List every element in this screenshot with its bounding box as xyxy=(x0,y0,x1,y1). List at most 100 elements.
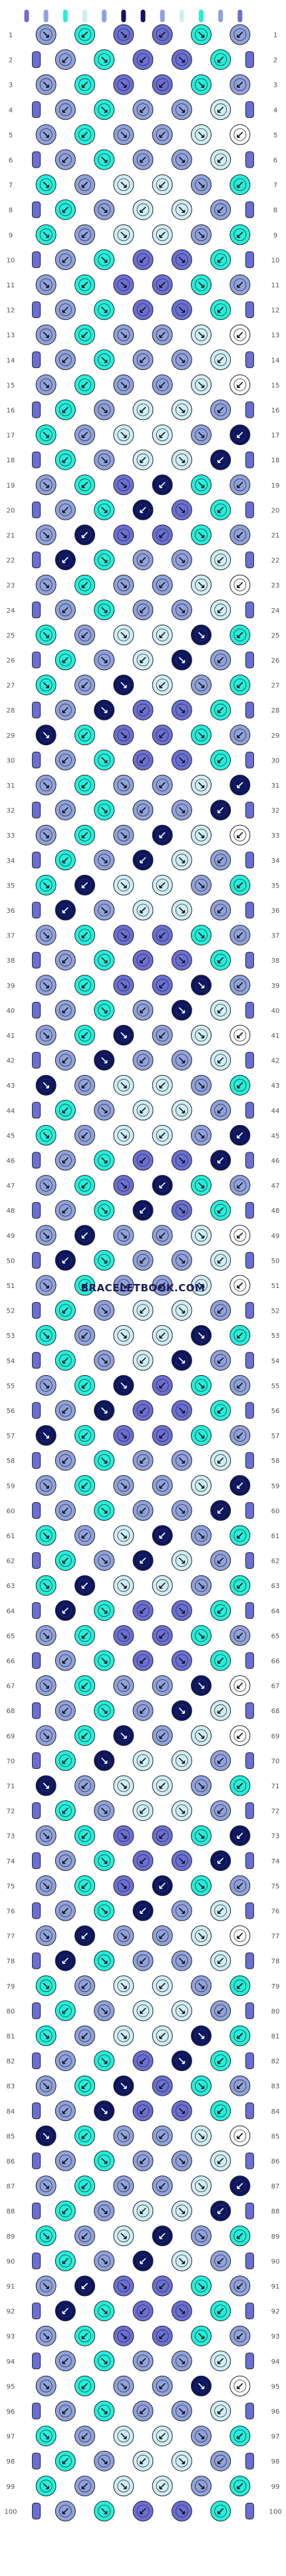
knot-arrow xyxy=(101,1007,108,1013)
knot-arrow xyxy=(237,232,243,238)
knot-arrow xyxy=(101,1207,108,1213)
row-number-right: 76 xyxy=(271,1908,280,1915)
row-number-right: 12 xyxy=(271,307,280,315)
knot-arrow xyxy=(159,982,166,989)
knot-arrow xyxy=(101,1107,108,1114)
knot-arrow xyxy=(140,1107,146,1114)
row-number-right: 82 xyxy=(271,2058,280,2066)
knot-arrow xyxy=(237,882,243,888)
knot-arrow xyxy=(198,832,205,838)
knot-arrow xyxy=(120,532,127,538)
knot-arrow xyxy=(198,1232,205,1239)
knot-arrow xyxy=(81,882,88,888)
knot-arrow xyxy=(81,832,88,838)
knot-arrow xyxy=(198,1332,205,1339)
knot-arrow xyxy=(120,1532,127,1539)
knot-arrow xyxy=(120,1933,127,1939)
row-number-left: 97 xyxy=(7,2434,15,2441)
knot-arrow xyxy=(237,432,243,438)
row-number-right: 72 xyxy=(271,1808,280,1816)
knot-arrow xyxy=(159,1332,166,1339)
knot-arrow xyxy=(81,631,88,638)
knot-arrow xyxy=(120,81,127,88)
knot-arrow xyxy=(217,707,224,713)
row-number-left: 37 xyxy=(7,933,15,940)
edge-knot xyxy=(32,2002,41,2019)
knot-arrow xyxy=(101,1957,108,1964)
row-number-left: 29 xyxy=(7,732,15,740)
knot-arrow xyxy=(217,1407,224,1414)
knot-arrow xyxy=(237,281,243,288)
edge-knot xyxy=(32,751,41,768)
row-number-right: 15 xyxy=(271,382,280,389)
row-number-right: 19 xyxy=(271,482,280,490)
knot-arrow xyxy=(140,1407,146,1414)
row-number-left: 2 xyxy=(9,57,13,65)
row-number-left: 84 xyxy=(7,2108,15,2116)
knot-arrow xyxy=(198,482,205,488)
row-number-right: 84 xyxy=(271,2108,280,2116)
row-number-right: 99 xyxy=(271,2484,280,2491)
row-number-right: 48 xyxy=(271,1208,280,1215)
knot-arrow xyxy=(159,381,166,388)
row-number-right: 2 xyxy=(273,57,277,65)
row-number-left: 36 xyxy=(7,907,15,915)
edge-knot xyxy=(32,151,41,168)
row-number-left: 27 xyxy=(7,683,15,690)
row-number-right: 11 xyxy=(271,282,280,289)
edge-knot xyxy=(32,1402,41,1419)
knot-arrow xyxy=(81,932,88,939)
knot-arrow xyxy=(198,2382,205,2389)
knot-arrow xyxy=(140,506,146,513)
knot-arrow xyxy=(120,1182,127,1189)
knot-arrow xyxy=(81,2433,88,2440)
knot-arrow xyxy=(120,2433,127,2440)
row-number-left: 18 xyxy=(7,457,15,464)
edge-knot xyxy=(32,1302,41,1319)
knot-arrow xyxy=(198,2132,205,2139)
row-number-left: 65 xyxy=(7,1633,15,1640)
knot-arrow xyxy=(62,256,69,263)
knot-arrow xyxy=(237,331,243,338)
knot-arrow xyxy=(198,682,205,689)
edge-knot xyxy=(245,351,254,369)
row-number-left: 81 xyxy=(7,2033,15,2040)
knot-arrow xyxy=(217,1607,224,1614)
knot-arrow xyxy=(159,81,166,88)
knot-arrow xyxy=(140,156,146,163)
knot-arrow xyxy=(81,782,88,788)
knot-arrow xyxy=(178,406,185,413)
edge-knot xyxy=(245,501,254,518)
knot-arrow xyxy=(198,2483,205,2490)
knot-arrow xyxy=(43,1832,49,1839)
knot-arrow xyxy=(178,1657,185,1664)
knot-arrow xyxy=(159,2082,166,2089)
row-number-right: 70 xyxy=(271,1758,280,1765)
knot-arrow xyxy=(120,631,127,638)
knot-arrow xyxy=(198,2283,205,2289)
knot-arrow xyxy=(120,182,127,188)
knot-arrow xyxy=(140,1507,146,1514)
knot-arrow xyxy=(217,2257,224,2264)
row-number-right: 54 xyxy=(271,1358,280,1365)
knot-arrow xyxy=(159,131,166,138)
edge-knot xyxy=(245,251,254,268)
edge-knot xyxy=(32,951,41,969)
edge-knot xyxy=(245,651,254,669)
knot-arrow xyxy=(159,1532,166,1539)
edge-knot xyxy=(245,852,254,869)
edge-knot xyxy=(32,1552,41,1569)
knot-arrow xyxy=(140,807,146,814)
knot-arrow xyxy=(62,57,69,63)
row-number-left: 6 xyxy=(9,157,13,164)
row-number-right: 81 xyxy=(271,2033,280,2040)
knot-arrow xyxy=(159,1632,166,1639)
knot-arrow xyxy=(140,2507,146,2514)
knot-arrow xyxy=(101,1257,108,1263)
knot-arrow xyxy=(62,357,69,363)
knot-arrow xyxy=(62,206,69,213)
knot-arrow xyxy=(178,1057,185,1064)
knot-arrow xyxy=(159,232,166,238)
knot-arrow xyxy=(43,2333,49,2339)
knot-arrow xyxy=(81,1532,88,1539)
